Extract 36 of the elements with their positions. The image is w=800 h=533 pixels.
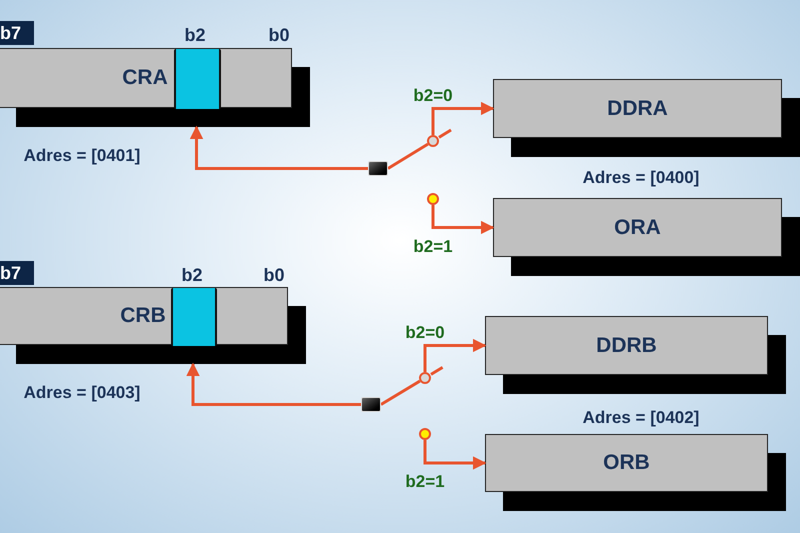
arrow xyxy=(432,205,494,234)
switch-contact xyxy=(427,193,439,205)
arrow xyxy=(190,126,368,170)
edge-label: b2=0 xyxy=(404,322,446,344)
register-name: CRA xyxy=(122,65,168,92)
switch-lever xyxy=(387,142,429,170)
arrow xyxy=(424,338,486,372)
bit-label: b0 xyxy=(267,24,290,47)
bit-label: b7 xyxy=(0,21,34,45)
bit-label: b7 xyxy=(0,261,34,285)
switch-contact xyxy=(419,372,431,384)
arrow xyxy=(432,102,494,135)
register-name: ORB xyxy=(603,450,650,476)
register-name: ORA xyxy=(614,214,661,241)
address-label: Adres = [0403] xyxy=(22,382,142,404)
switch-contact xyxy=(427,135,439,147)
bit-label: b2 xyxy=(183,24,206,47)
address-label: Adres = [0400] xyxy=(582,167,700,189)
register-name: CRB xyxy=(120,303,166,330)
bit-label: b0 xyxy=(262,264,286,287)
edge-label: b2=1 xyxy=(404,471,446,493)
register-name: DDRB xyxy=(596,332,657,359)
switch-pivot xyxy=(361,397,381,412)
edge-label: b2=1 xyxy=(412,236,454,258)
switch-pivot xyxy=(368,161,388,176)
switch-lever xyxy=(380,380,421,406)
address-label: Adres = [0402] xyxy=(582,407,700,429)
register-name: DDRA xyxy=(607,96,668,122)
bit-cell xyxy=(171,288,217,346)
arrow xyxy=(186,362,361,406)
bit-label: b2 xyxy=(180,264,204,287)
edge-label: b2=0 xyxy=(412,84,454,106)
address-label: Adres = [0401] xyxy=(22,145,142,167)
arrow xyxy=(424,440,486,470)
bit-cell xyxy=(174,49,221,109)
switch-contact xyxy=(419,428,431,440)
